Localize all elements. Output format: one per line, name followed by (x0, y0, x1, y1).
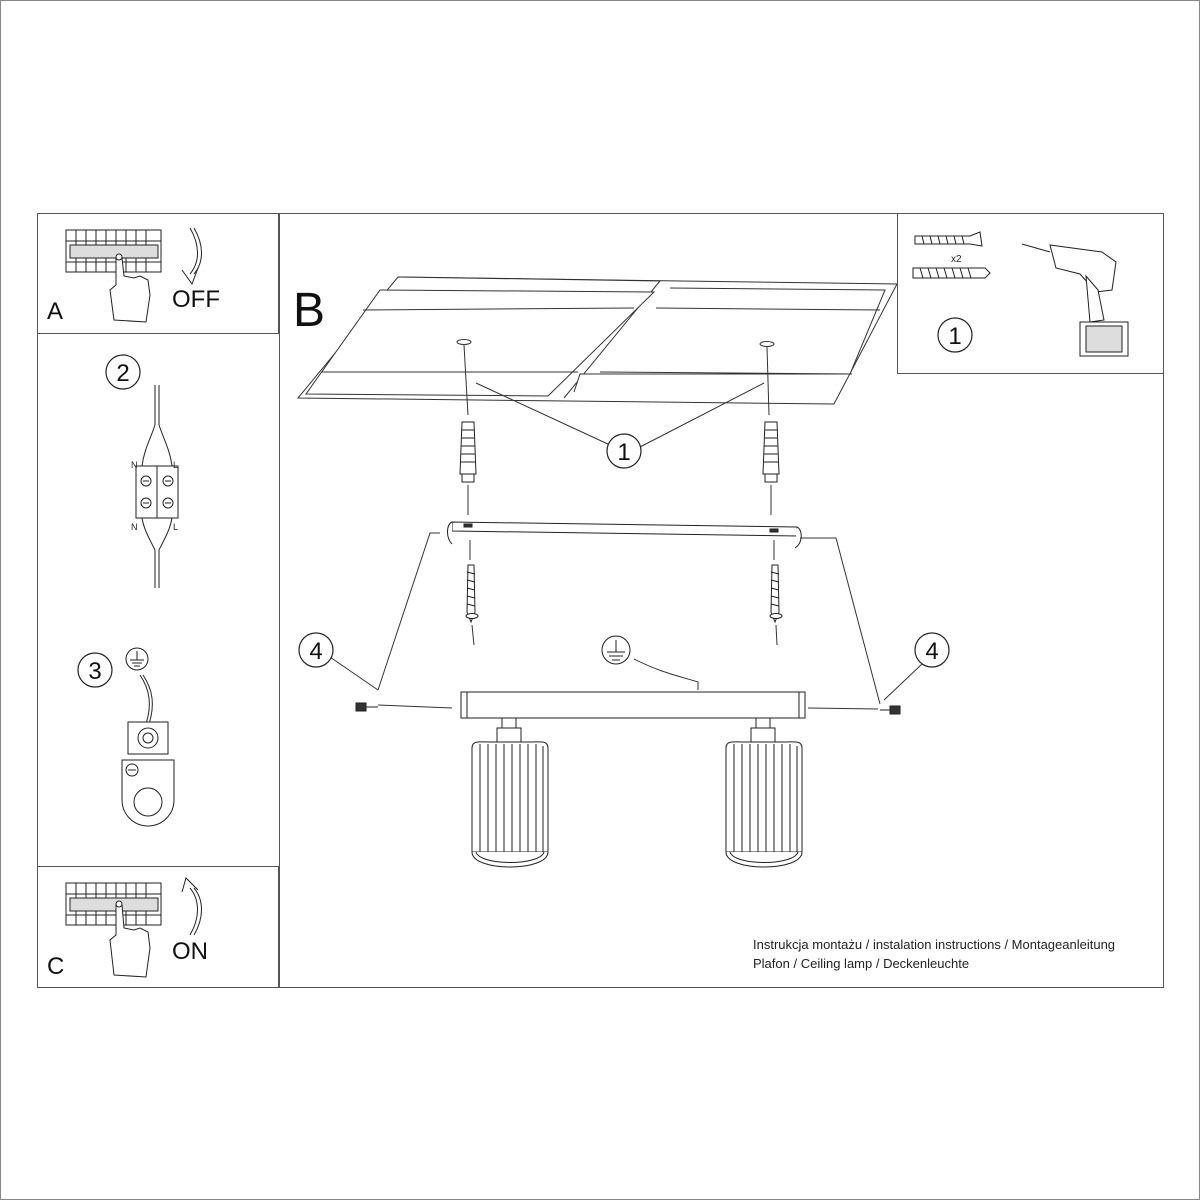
mounting-bracket (447, 521, 802, 549)
step-1-tools-number: 1 (948, 323, 961, 350)
screw-right (769, 564, 783, 624)
ground-icon (125, 647, 149, 671)
hand-icon (109, 253, 151, 323)
panel-b-letter: B (293, 284, 326, 337)
breaker-panel-on (65, 882, 162, 926)
live-label-top: L (173, 460, 178, 470)
earth-terminal-icon (121, 674, 175, 827)
step-3-badge (77, 652, 113, 688)
panel-c-letter: C (47, 953, 65, 980)
caption-line-2: Plafon / Ceiling lamp / Deckenleuchte (753, 956, 970, 971)
ground-icon-lamp (601, 635, 631, 665)
step-4-right-number: 4 (925, 638, 938, 665)
panel-c-on-label: ON (172, 938, 208, 965)
neutral-label-top: N (131, 460, 138, 470)
step-1-tools-badge (937, 317, 973, 353)
bracket-guides (326, 532, 923, 710)
step-4-badge-left (298, 632, 334, 668)
arrow-up-icon (181, 877, 202, 936)
step-4-left-number: 4 (309, 638, 322, 665)
step-1-ceiling-badge (606, 433, 642, 469)
arrow-down-icon (181, 227, 202, 286)
wall-plug-right (762, 421, 780, 483)
wire-connector-icon (135, 385, 179, 588)
ceiling-panel (296, 276, 898, 405)
drill-icon (1021, 243, 1129, 357)
mounting-guides (463, 344, 778, 646)
fixings-quantity: x2 (951, 254, 962, 265)
spotlight-right (725, 727, 803, 868)
left-column (37, 213, 280, 988)
step-1-ceiling-number: 1 (617, 439, 630, 466)
screw-left (465, 564, 479, 624)
breaker-panel-off (65, 229, 162, 273)
lamp-body (460, 691, 806, 729)
neutral-label-bottom: N (131, 522, 138, 532)
step-4-badge-right (914, 632, 950, 668)
wall-plug-icon (914, 231, 983, 247)
step-2-badge (105, 354, 141, 390)
step-3-number: 3 (88, 658, 101, 685)
side-screw-right (880, 705, 901, 715)
wall-plug-left (459, 421, 477, 483)
caption-line-1: Instrukcja montażu / instalation instruc… (753, 937, 1116, 952)
instruction-caption: Instrukcja montażu / instalation instruc… (753, 935, 1115, 973)
spotlight-left (471, 727, 549, 868)
side-screw-left (355, 702, 378, 712)
panel-a-off-label: OFF (172, 286, 220, 313)
step-2-number: 2 (116, 360, 129, 387)
hand-icon-on (109, 900, 151, 978)
live-label-bottom: L (173, 522, 178, 532)
screw-icon (912, 267, 991, 279)
panel-a-letter: A (47, 298, 64, 325)
